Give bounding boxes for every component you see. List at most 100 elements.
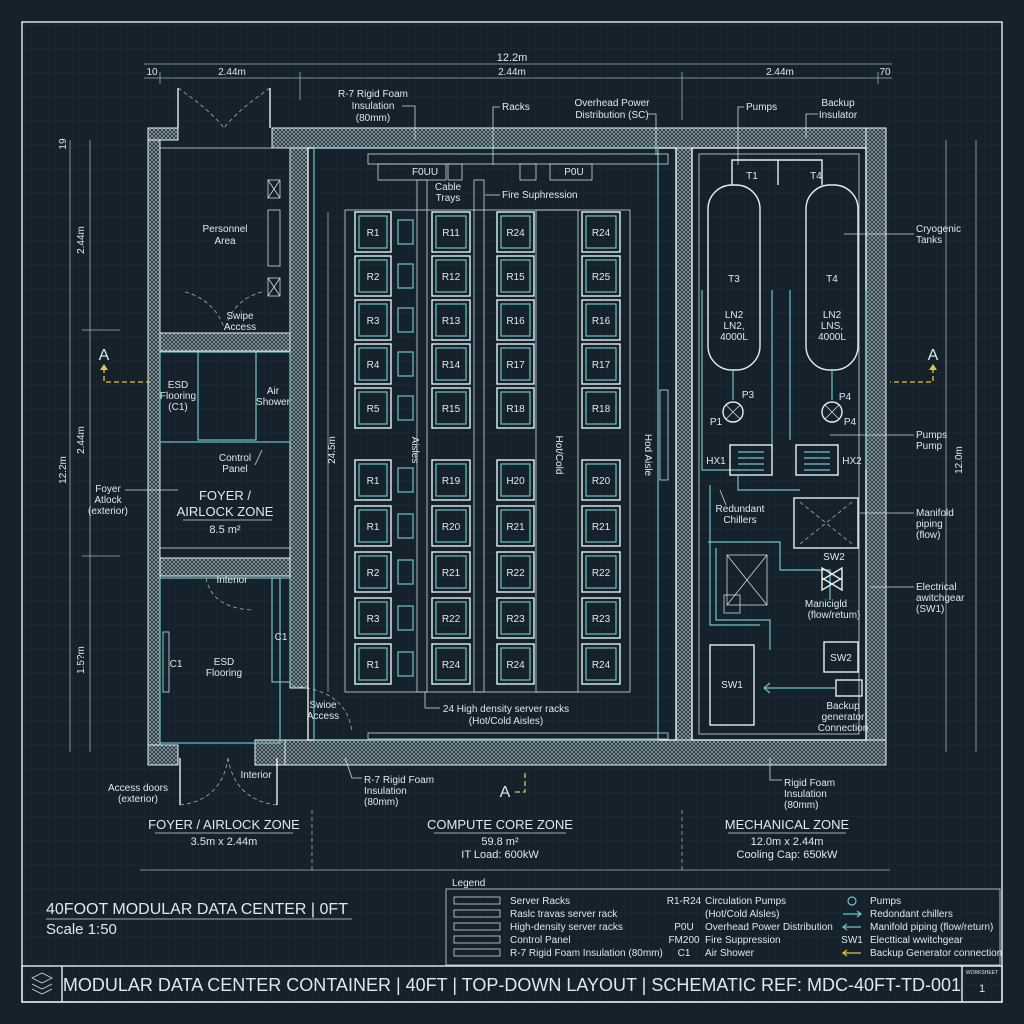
rack-label: R24: [592, 228, 611, 239]
legend-label: Fire Suppression: [705, 935, 781, 946]
aisle-tile: [397, 605, 414, 631]
legend-swatch: [453, 909, 501, 918]
dim-left-v3: 1.5?m: [76, 646, 87, 674]
svg-text:Area: Area: [214, 236, 236, 247]
server-rack: R1: [354, 211, 392, 253]
dim-left-total: 12.2m: [58, 456, 69, 484]
crossed-box-icon: [267, 179, 281, 199]
overhead-power-bus: [367, 153, 669, 165]
svg-text:P4: P4: [844, 417, 857, 428]
aisle-tile: [397, 513, 414, 539]
label-control-panel: Control: [219, 453, 251, 464]
label-swipe-access-bottom: Swioe: [309, 700, 337, 711]
server-rack: R15: [431, 387, 471, 429]
aisle-tile: [397, 219, 414, 245]
label-manifold-flow-return: Manicigld: [805, 599, 847, 610]
label-redundant-chillers: Redundant: [716, 504, 765, 515]
server-rack: R1: [354, 643, 392, 685]
server-rack: R5: [354, 387, 392, 429]
server-rack: R21: [431, 551, 471, 593]
dim-overall: 12.2m: [497, 52, 528, 64]
mechanical-zone: T1 T4 T3 LN2 LN2, 4000L T4 LN2 LNS, 4000…: [691, 147, 869, 741]
svg-text:Connection: Connection: [818, 723, 869, 734]
zone-foyer-title: FOYER / AIRLOCK ZONE: [148, 817, 300, 832]
drawing-title: 40FOOT MODULAR DATA CENTER | 0FT Scale 1…: [46, 901, 352, 938]
arrow-left-icon: [842, 923, 861, 931]
side-dimensions: 19 2.44m 2.44m 1.5?m 12.2m 12.0m 24.5m: [58, 138, 977, 752]
foyer-zone: Personnel Area Swipe Access ESD Flooring…: [88, 87, 353, 806]
legend-label: (Hot/Cold Alsles): [705, 909, 779, 920]
dim-seg3: 2.44m: [766, 67, 794, 78]
legend-code: P0U: [674, 922, 693, 933]
section-marker-left: A: [99, 347, 110, 364]
svg-text:(C1): (C1): [168, 402, 187, 413]
arrow-right-icon: [843, 910, 862, 918]
tank-1-top-label: T1: [746, 171, 758, 182]
svg-text:Cooling Cap: 650kW: Cooling Cap: 650kW: [737, 849, 839, 861]
rack-label: R18: [592, 404, 611, 415]
tank-2-name: T4: [826, 274, 838, 285]
legend-label: Redondant chillers: [870, 909, 953, 920]
legend-code: R1-R24: [667, 896, 702, 907]
callout-overhead-power: Overhead Power: [574, 98, 650, 109]
svg-text:(Hot/Cold Aisles): (Hot/Cold Aisles): [469, 716, 543, 727]
svg-text:Tanks: Tanks: [916, 235, 942, 246]
svg-text:Pump: Pump: [916, 441, 943, 452]
rack-label: R24: [506, 660, 525, 671]
title-block: MODULAR DATA CENTER CONTAINER | 40FT | T…: [21, 965, 1003, 1003]
server-rack: R24: [581, 643, 621, 685]
rack-label: R22: [442, 614, 461, 625]
rack-label: R16: [592, 316, 611, 327]
server-rack: R3: [354, 597, 392, 639]
rack-label: R24: [442, 660, 461, 671]
label-esd-flooring: ESD: [214, 657, 235, 668]
legend-swatch: [453, 922, 501, 931]
zone-compute-title: COMPUTE CORE ZONE: [427, 817, 573, 832]
rack-label: R21: [506, 522, 525, 533]
dim-left-v2: 2.44m: [76, 426, 87, 454]
server-rack: R24: [431, 643, 471, 685]
server-rack: R16: [496, 299, 535, 341]
container-walls: [147, 127, 887, 766]
server-rack: R14: [431, 343, 471, 385]
label-fire-suppression: Fire Suphression: [502, 190, 578, 201]
label-access-doors: Access doors: [108, 783, 168, 794]
label-swipe-access: Swipe: [226, 311, 254, 322]
top-dimensions: 12.2m 10 2.44m 2.44m 2.44m 70: [144, 52, 892, 120]
callout-manifold-flow: Manifold: [916, 508, 954, 519]
svg-text:12.0m x 2.44m: 12.0m x 2.44m: [751, 836, 824, 848]
rack-label: R24: [592, 660, 611, 671]
legend-label: Manifold piping (flow/return): [870, 922, 993, 933]
server-rack: R18: [496, 387, 535, 429]
rack-label: R1: [367, 476, 380, 487]
label-personnel-area: Personnel: [202, 224, 247, 235]
callout-cryogenic-tanks: Cryogenic: [916, 224, 961, 235]
server-rack: R3: [354, 299, 392, 341]
heat-exchanger-2: [795, 444, 839, 476]
legend-row: Raslc travas server rack(Hot/Cold Alsles…: [453, 909, 953, 920]
label-aisles: Aisles: [409, 437, 420, 464]
aisle-tile: [397, 263, 414, 289]
pump-icon: [821, 401, 843, 423]
rack-label: R20: [592, 476, 611, 487]
dim-rack-row: 24.5m: [327, 436, 338, 464]
label-racks-summary: 24 High density server racks: [443, 704, 569, 715]
rack-label: R15: [442, 404, 461, 415]
legend-label: Circulation Pumps: [705, 896, 786, 907]
legend-label: Backup Generator connection: [870, 948, 1002, 959]
rack-label: R1: [367, 522, 380, 533]
title-block-text: MODULAR DATA CENTER CONTAINER | 40FT | T…: [63, 975, 961, 995]
svg-text:Chillers: Chillers: [723, 515, 756, 526]
svg-text:LNS,: LNS,: [821, 321, 843, 332]
rack-label: R22: [592, 568, 611, 579]
legend-label: Server Racks: [510, 896, 570, 907]
rack-label: R23: [506, 614, 525, 625]
callout-insulation-bottom-right: Rigid Foam: [784, 778, 835, 789]
callout-backup-insulator: Backup: [821, 98, 855, 109]
rack-label: R22: [506, 568, 525, 579]
svg-text:Panel: Panel: [222, 464, 248, 475]
aisle-tile: [397, 467, 414, 493]
svg-text:Access: Access: [224, 322, 256, 333]
cable-tray: [473, 179, 485, 693]
